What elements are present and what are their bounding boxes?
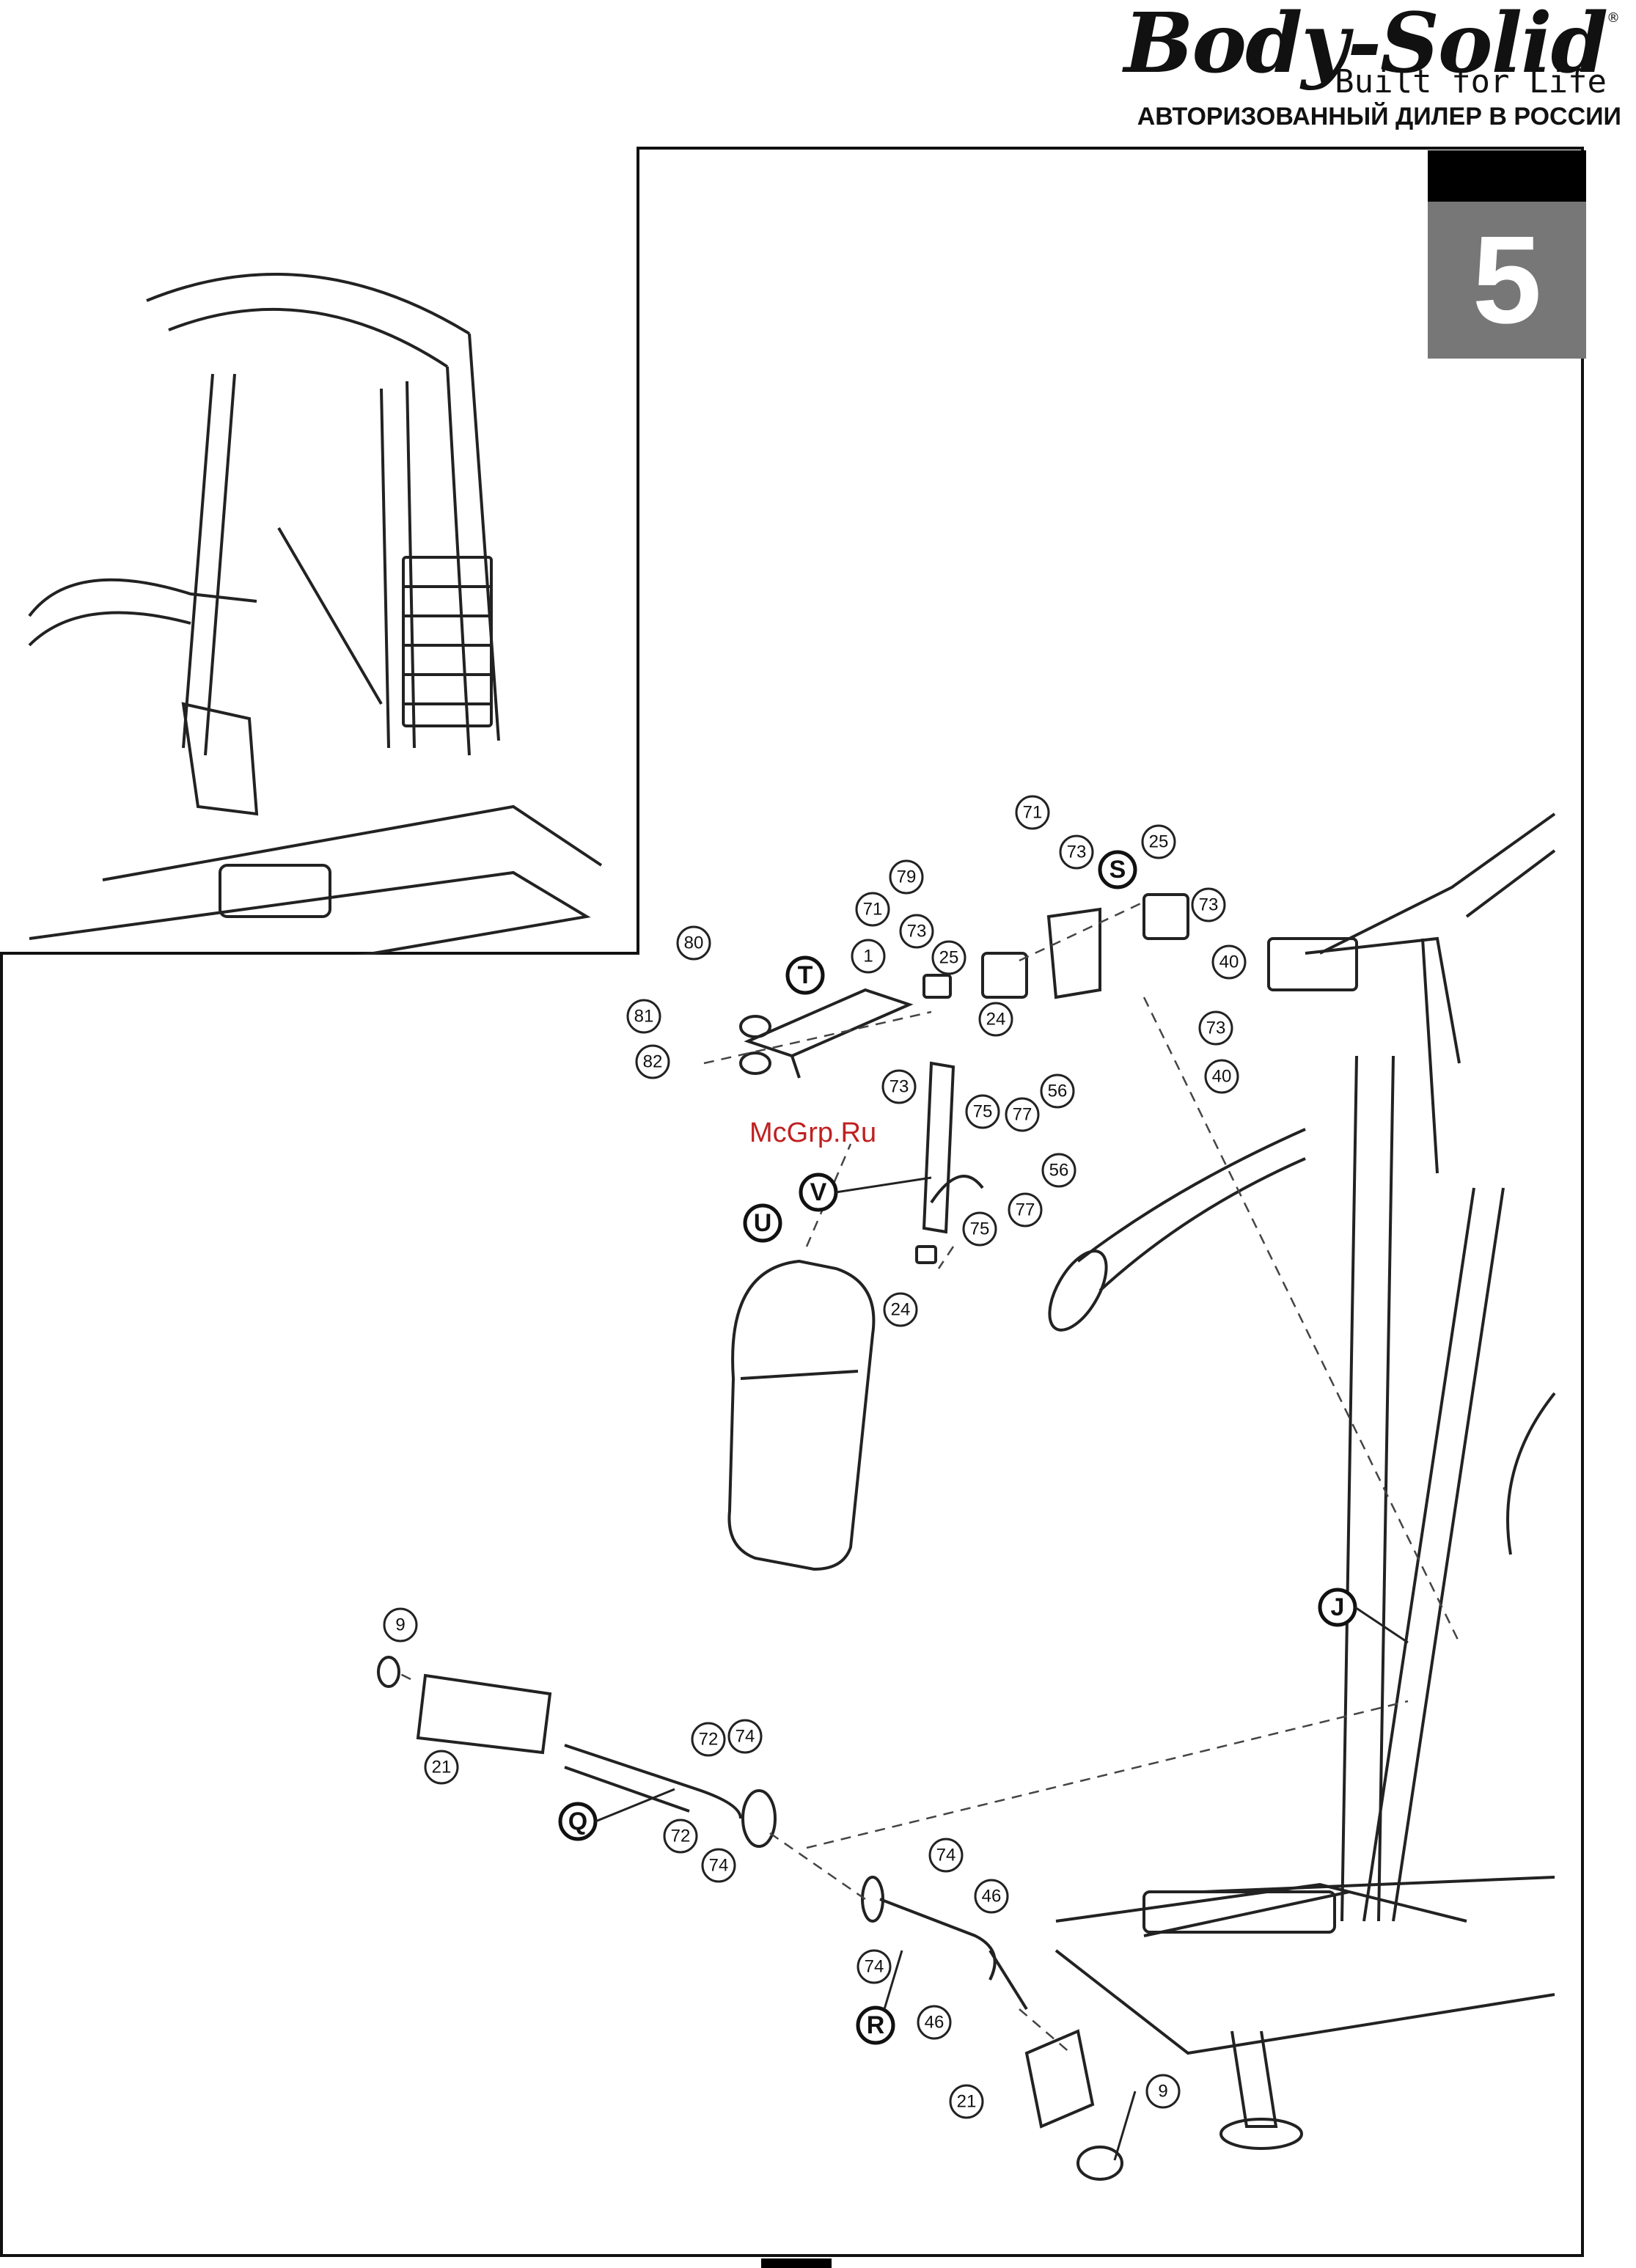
callout-label: 40 <box>1212 1067 1232 1087</box>
letter-label: R <box>867 2011 885 2039</box>
callout-82: 82 <box>637 1046 669 1078</box>
arm-bracket-t <box>741 990 909 1078</box>
callout-label: 71 <box>863 900 883 920</box>
callout-56: 56 <box>1041 1075 1074 1107</box>
main-frame-drawing <box>1038 814 1555 2148</box>
callout-74: 74 <box>729 1720 761 1753</box>
letter-j: J <box>1320 1590 1355 1625</box>
callout-75: 75 <box>966 1096 999 1128</box>
part-callouts: 71 73 25 79 71 73 73 40 73 40 1 25 80 81… <box>384 796 1245 2118</box>
assembly-lines <box>396 902 1459 2053</box>
callout-73: 73 <box>1060 836 1093 868</box>
callout-label: 77 <box>1013 1105 1032 1125</box>
callout-label: 46 <box>982 1887 1002 1906</box>
seat-back-pad <box>729 1261 873 1569</box>
callout-label: 73 <box>889 1077 909 1097</box>
callout-label: 24 <box>891 1300 911 1320</box>
callout-label: 74 <box>865 1957 884 1977</box>
callout-77: 77 <box>1006 1098 1038 1131</box>
callout-label: 56 <box>1048 1082 1068 1101</box>
callout-label: 73 <box>1067 843 1087 862</box>
callout-21: 21 <box>425 1751 458 1783</box>
callout-46: 46 <box>975 1880 1008 1912</box>
callout-21: 21 <box>950 2085 983 2118</box>
callout-label: 71 <box>1023 803 1043 823</box>
callout-71: 71 <box>856 893 889 925</box>
callout-9: 9 <box>1147 2075 1179 2107</box>
callout-46: 46 <box>918 2006 950 2038</box>
callout-40: 40 <box>1213 946 1245 978</box>
letter-t: T <box>788 958 823 993</box>
letter-r: R <box>858 2008 893 2043</box>
callout-73: 73 <box>900 915 933 947</box>
callout-label: 75 <box>970 1219 990 1239</box>
callout-74: 74 <box>858 1950 890 1983</box>
callout-71: 71 <box>1016 796 1049 829</box>
callout-label: 25 <box>1149 832 1169 852</box>
callout-56: 56 <box>1043 1154 1075 1186</box>
callout-label: 9 <box>1158 2082 1167 2102</box>
letter-u: U <box>745 1205 780 1241</box>
callout-label: 79 <box>897 867 917 887</box>
callout-label: 24 <box>986 1010 1006 1030</box>
page-number-tab <box>761 2258 832 2268</box>
callout-75: 75 <box>964 1213 996 1245</box>
callout-73: 73 <box>883 1071 915 1103</box>
letter-s: S <box>1100 852 1135 887</box>
letter-label: T <box>798 961 813 989</box>
leader-lines <box>595 1178 1408 2160</box>
callout-label: 21 <box>957 2092 977 2112</box>
callout-72: 72 <box>692 1723 725 1755</box>
callout-label: 72 <box>671 1827 691 1846</box>
callout-label: 46 <box>925 2013 944 2033</box>
slider-bracket-s <box>924 895 1188 997</box>
callout-label: 80 <box>684 933 704 953</box>
callout-label: 82 <box>643 1052 663 1072</box>
callout-74: 74 <box>930 1839 962 1871</box>
callout-label: 72 <box>699 1730 719 1750</box>
letter-label: S <box>1109 856 1126 884</box>
letter-v: V <box>801 1175 836 1210</box>
watermark: McGrp.Ru <box>749 1118 876 1149</box>
callout-25: 25 <box>1142 826 1175 858</box>
callout-9: 9 <box>384 1609 417 1641</box>
callout-24: 24 <box>980 1003 1012 1035</box>
callout-79: 79 <box>890 861 922 893</box>
callout-24: 24 <box>884 1293 917 1326</box>
callout-label: 81 <box>634 1007 654 1027</box>
letter-label: U <box>754 1209 772 1237</box>
letter-label: V <box>810 1178 827 1206</box>
callout-label: 9 <box>395 1615 405 1635</box>
callout-label: 77 <box>1016 1200 1035 1220</box>
callout-label: 56 <box>1049 1161 1069 1181</box>
callout-label: 75 <box>973 1102 993 1122</box>
callout-label: 40 <box>1219 953 1239 972</box>
callout-label: 74 <box>736 1727 755 1747</box>
callout-25: 25 <box>933 942 965 974</box>
letter-label: J <box>1331 1593 1345 1621</box>
callout-label: 73 <box>1199 895 1219 915</box>
callout-72: 72 <box>664 1820 697 1852</box>
callout-73: 73 <box>1200 1012 1232 1044</box>
callout-80: 80 <box>678 927 710 959</box>
callout-81: 81 <box>628 1000 660 1032</box>
callout-label: 74 <box>936 1846 956 1865</box>
callout-label: 21 <box>432 1758 452 1777</box>
callout-77: 77 <box>1009 1194 1041 1226</box>
callout-label: 74 <box>709 1856 729 1876</box>
callout-74: 74 <box>703 1849 735 1882</box>
callout-40: 40 <box>1206 1060 1238 1093</box>
callout-label: 1 <box>863 947 873 966</box>
callout-73: 73 <box>1192 889 1225 921</box>
letter-label: Q <box>568 1808 587 1835</box>
letter-q: Q <box>560 1804 595 1839</box>
callout-label: 73 <box>907 922 927 942</box>
callout-label: 25 <box>939 948 959 968</box>
callout-1: 1 <box>852 940 884 972</box>
callout-label: 73 <box>1206 1019 1226 1038</box>
